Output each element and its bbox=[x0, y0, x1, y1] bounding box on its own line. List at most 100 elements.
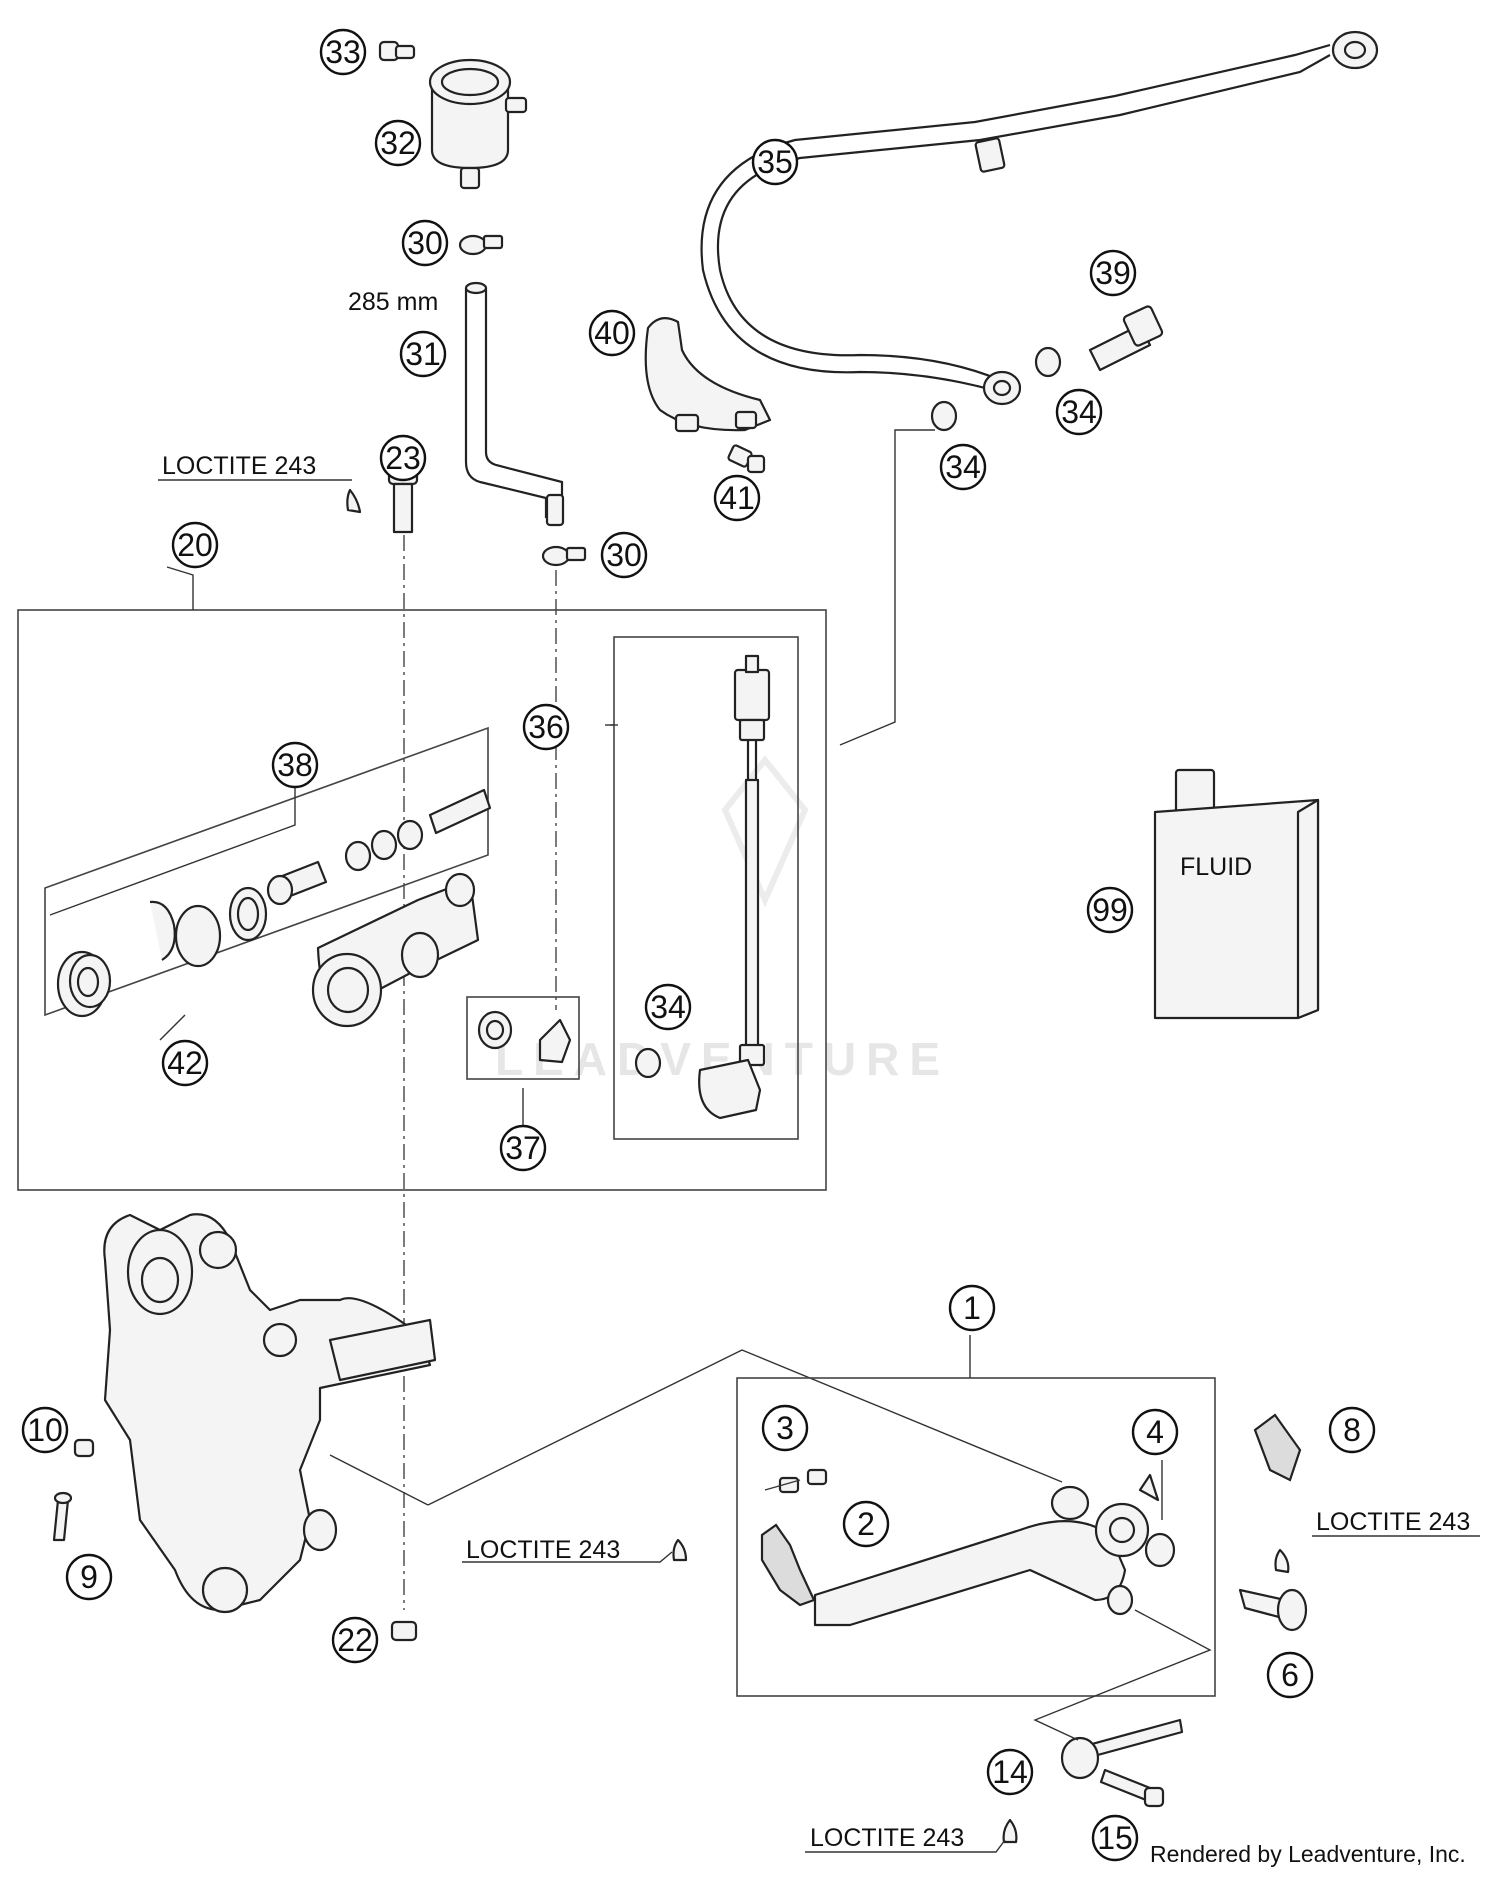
svg-text:9: 9 bbox=[80, 1559, 98, 1595]
svg-text:8: 8 bbox=[1343, 1412, 1361, 1448]
note-labels: 285 mm LOCTITE 243 LOCTITE 243 LOCTITE 2… bbox=[158, 288, 1480, 1853]
callout-42: 42 bbox=[161, 1039, 209, 1087]
callout-30-lower: 30 bbox=[600, 531, 648, 579]
svg-text:35: 35 bbox=[757, 144, 793, 180]
callout-41: 41 bbox=[713, 474, 761, 522]
callout-9: 9 bbox=[65, 1553, 113, 1601]
callout-32: 32 bbox=[374, 119, 422, 167]
loctite-label-3: LOCTITE 243 bbox=[466, 1536, 620, 1564]
callout-40: 40 bbox=[588, 309, 636, 357]
svg-text:34: 34 bbox=[945, 449, 981, 485]
pedal-step-plate bbox=[760, 1523, 816, 1607]
piston-kit-outline bbox=[44, 726, 489, 1017]
callout-30-top: 30 bbox=[401, 219, 449, 267]
brake-fluid-bottle: FLUID bbox=[1153, 768, 1320, 1020]
pedal-bushing bbox=[1050, 1485, 1090, 1521]
brake-line-group bbox=[644, 30, 1379, 746]
svg-text:22: 22 bbox=[337, 1622, 373, 1658]
brake-pedal-frame bbox=[103, 1213, 437, 1614]
callout-23: 23 bbox=[379, 434, 427, 482]
brake-pedal bbox=[813, 1473, 1160, 1627]
push-rod bbox=[1060, 1718, 1184, 1780]
reservoir-hose bbox=[464, 288, 564, 520]
brake-pedal-kit-box bbox=[736, 1377, 1216, 1697]
hose-clamp-lower bbox=[541, 545, 587, 567]
svg-text:10: 10 bbox=[27, 1412, 63, 1448]
master-cylinder-body bbox=[311, 872, 480, 1028]
render-credit: Rendered by Leadventure, Inc. bbox=[1150, 1841, 1466, 1867]
svg-text:42: 42 bbox=[167, 1045, 203, 1081]
fluid-label: FLUID bbox=[1180, 853, 1252, 881]
svg-text:23: 23 bbox=[385, 440, 421, 476]
callout-22: 22 bbox=[331, 1616, 379, 1664]
svg-text:30: 30 bbox=[407, 225, 443, 261]
callout-34-switch: 34 bbox=[644, 983, 692, 1031]
callout-15: 15 bbox=[1091, 1814, 1139, 1862]
loctite-label-15: LOCTITE 243 bbox=[810, 1824, 964, 1852]
callout-31: 31 bbox=[399, 330, 447, 378]
callout-1: 1 bbox=[948, 1284, 996, 1332]
piston-parts bbox=[56, 788, 492, 1018]
brake-line-bracket bbox=[644, 317, 772, 433]
callout-36: 36 bbox=[522, 703, 570, 751]
step-plate-screws bbox=[672, 1468, 828, 1562]
pedal-pivot-bolt bbox=[1238, 1548, 1308, 1632]
loctite-label-6: LOCTITE 243 bbox=[1316, 1508, 1470, 1536]
svg-text:38: 38 bbox=[277, 747, 313, 783]
svg-text:14: 14 bbox=[992, 1754, 1028, 1790]
master-cylinder-nut bbox=[390, 1620, 418, 1642]
callout-6: 6 bbox=[1266, 1651, 1314, 1699]
pedal-washer bbox=[1144, 1532, 1176, 1568]
svg-text:34: 34 bbox=[650, 989, 686, 1025]
svg-text:30: 30 bbox=[606, 537, 642, 573]
callout-99: 99 bbox=[1086, 886, 1134, 934]
reservoir-group bbox=[346, 40, 587, 567]
sealing-washer-lower bbox=[930, 400, 958, 432]
banjo-bolt bbox=[1088, 305, 1164, 372]
callout-10: 10 bbox=[21, 1406, 69, 1454]
sealing-washer-upper bbox=[1034, 346, 1062, 378]
svg-text:2: 2 bbox=[857, 1506, 875, 1542]
hose-clamp-top bbox=[458, 234, 504, 256]
connector-kit-parts bbox=[477, 1010, 572, 1064]
connector-kit-box bbox=[466, 996, 580, 1080]
callout-20: 20 bbox=[171, 521, 219, 569]
svg-text:37: 37 bbox=[505, 1130, 541, 1166]
callout-2: 2 bbox=[842, 1500, 890, 1548]
svg-text:32: 32 bbox=[380, 125, 416, 161]
callout-38: 38 bbox=[271, 741, 319, 789]
callout-35: 35 bbox=[751, 138, 799, 186]
bracket-screw bbox=[727, 444, 766, 474]
svg-text:20: 20 bbox=[177, 527, 213, 563]
callout-34-upper: 34 bbox=[1055, 388, 1103, 436]
svg-text:40: 40 bbox=[594, 315, 630, 351]
svg-text:4: 4 bbox=[1146, 1414, 1164, 1450]
frame-pin bbox=[52, 1491, 73, 1542]
svg-text:99: 99 bbox=[1092, 892, 1128, 928]
callout-4: 4 bbox=[1131, 1408, 1179, 1456]
callout-33: 33 bbox=[319, 28, 367, 76]
svg-text:1: 1 bbox=[963, 1290, 981, 1326]
svg-text:34: 34 bbox=[1061, 394, 1097, 430]
svg-text:3: 3 bbox=[776, 1410, 794, 1446]
brake-light-switch bbox=[634, 654, 771, 1120]
callout-39: 39 bbox=[1089, 249, 1137, 297]
svg-text:31: 31 bbox=[405, 336, 441, 372]
loctite-label-23: LOCTITE 243 bbox=[162, 452, 316, 480]
callout-3: 3 bbox=[761, 1404, 809, 1452]
hose-length-label: 285 mm bbox=[348, 288, 438, 316]
callout-8: 8 bbox=[1328, 1406, 1376, 1454]
reservoir-cap-screw bbox=[378, 40, 416, 62]
brake-fluid-reservoir bbox=[428, 58, 528, 190]
return-spring bbox=[1253, 1413, 1302, 1482]
svg-text:36: 36 bbox=[528, 709, 564, 745]
brake-light-switch-box bbox=[613, 636, 799, 1140]
callout-37: 37 bbox=[499, 1124, 547, 1172]
svg-text:33: 33 bbox=[325, 34, 361, 70]
push-rod-screw bbox=[1002, 1768, 1165, 1844]
brake-line bbox=[700, 43, 1331, 394]
svg-text:39: 39 bbox=[1095, 255, 1131, 291]
master-cylinder-kit-box bbox=[17, 609, 827, 1191]
callouts: 33 32 30 31 23 20 30 35 40 41 39 34 34 3… bbox=[21, 28, 1376, 1862]
